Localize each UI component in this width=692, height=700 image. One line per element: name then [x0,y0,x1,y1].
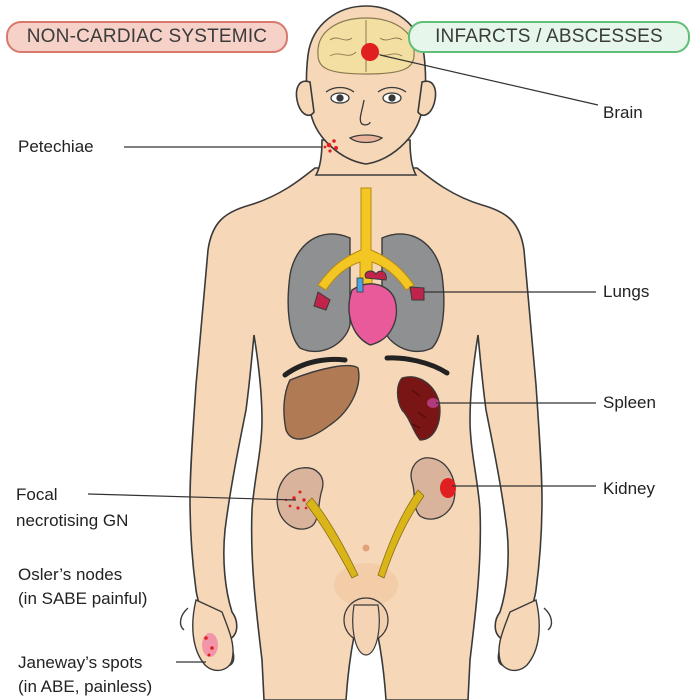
brain-illustration [318,18,414,74]
hand-lesions [202,633,218,657]
label-osler-line2: (in SABE painful) [18,588,147,610]
penis [353,605,380,655]
label-focal-gn-line2: necrotising GN [16,510,128,532]
label-brain: Brain [603,102,643,124]
label-lungs: Lungs [603,281,649,303]
label-kidney: Kidney [603,478,655,500]
non-cardiac-systemic-pill: NON-CARDIAC SYSTEMIC [6,21,288,53]
label-janeway-line2: (in ABE, painless) [18,676,152,698]
kidney-infarct [440,478,456,498]
infarcts-abscesses-pill: INFARCTS / ABSCESSES [408,21,690,53]
label-petechiae: Petechiae [18,136,94,158]
label-focal-gn-line1: Focal [16,484,58,506]
navel [363,545,370,552]
label-janeway-line1: Janeway’s spots [18,652,142,674]
label-spleen: Spleen [603,392,656,414]
label-osler-line1: Osler’s nodes [18,564,122,586]
brain-lesion [361,43,379,61]
